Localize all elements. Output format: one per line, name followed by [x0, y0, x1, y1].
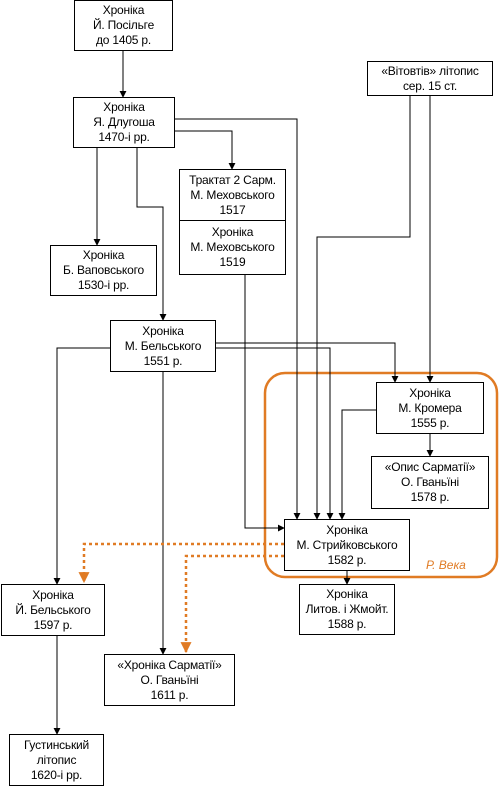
node-miechowita-line-3: 1519 — [219, 255, 246, 269]
veka-group-label: Р. Века — [426, 558, 466, 572]
edge-dlugosz-bielski-m — [136, 147, 167, 321]
edge-vitovtiv-stryjkowski — [313, 95, 411, 520]
edge-bielski-m-stryjkowski — [216, 347, 334, 520]
edge-veka-sarmatia — [180, 554, 284, 654]
node-miechowita-combined: Трактат 2 Сарм. М. Меховського 1517 Хрон… — [179, 169, 286, 275]
edge-bielski-m-bielski-j — [53, 347, 110, 585]
edge-miechowita-stryjkowski — [244, 275, 285, 532]
node-miechowita-section: Хроніка М. Меховського 1519 — [180, 221, 285, 274]
node-stryjkowski-line-3: 1582 р. — [327, 552, 367, 567]
node-bielski-j-line-3: 1597 р. — [33, 617, 73, 632]
node-lytov-line-3: 1588 р. — [327, 617, 367, 631]
node-sarmatia-chronicle: «Хроніка Сарматії» О. Гваньїні 1611 р. — [104, 654, 235, 706]
node-tractat-line-3: 1517 — [219, 202, 246, 217]
node-hustyn-chronicle: Густинський літопис 1620-і рр. — [9, 734, 104, 786]
node-stryjkowski-chronicle: Хроніка М. Стрийковського 1582 р. — [284, 519, 410, 571]
node-bielski-m-line-2: М. Бельського — [124, 338, 202, 353]
node-hustyn-line-1: Густинський — [23, 737, 90, 752]
node-wapowski-chronicle: Хроніка Б. Ваповського 1530-і рр. — [50, 245, 157, 296]
node-tractat-section: Трактат 2 Сарм. М. Меховського 1517 — [180, 170, 285, 221]
node-posilge-chronicle: Хроніка Й. Посільге до 1405 р. — [74, 0, 173, 51]
node-bielski-m-line-1: Хроніка — [142, 323, 184, 338]
node-kromer-line-3: 1555 р. — [410, 415, 450, 430]
node-lytov-line-2: Литов. і Жмойт. — [305, 602, 389, 616]
node-tractat-line-1: Трактат 2 Сарм. — [189, 172, 276, 187]
node-vitovtiv-chronicle: «Вітовтів» літопис сер. 15 ст. — [367, 61, 493, 96]
node-hustyn-line-3: 1620-і рр. — [30, 767, 83, 782]
edge-bielski-m-kromer — [216, 342, 399, 383]
node-vitovtiv-line-1: «Вітовтів» літопис — [381, 63, 479, 78]
node-miechowita-line-2: М. Меховського — [190, 240, 275, 254]
node-hustyn-line-2: літопис — [36, 752, 77, 767]
edge-dlugosz-tractat — [175, 130, 236, 170]
node-kromer-chronicle: Хроніка М. Кромера 1555 р. — [376, 382, 484, 434]
node-opys-sarmatii: «Опис Сарматії» О. Гваньїні 1578 р. — [371, 456, 489, 509]
node-posilge-line-2: Й. Посільге — [92, 18, 155, 32]
edge-veka-bielski-j — [78, 542, 284, 584]
node-opys-line-1: «Опис Сарматії» — [384, 460, 476, 474]
node-wapowski-line-1: Хроніка — [82, 248, 125, 262]
node-kromer-line-2: М. Кромера — [398, 400, 462, 415]
node-bielski-m-line-3: 1551 р. — [143, 353, 183, 368]
node-bielski-m-chronicle: Хроніка М. Бельського 1551 р. — [110, 320, 216, 372]
node-dlugosz-line-2: Я. Длугоша — [93, 115, 155, 129]
node-wapowski-line-3: 1530-і рр. — [77, 278, 130, 292]
node-lytov-line-1: Хроніка — [326, 587, 368, 601]
node-posilge-line-1: Хроніка — [102, 3, 145, 17]
node-opys-line-2: О. Гваньїні — [400, 475, 460, 489]
node-stryjkowski-line-1: Хроніка — [326, 522, 368, 537]
node-stryjkowski-line-2: М. Стрийковського — [296, 537, 398, 552]
node-wapowski-line-2: Б. Ваповського — [63, 263, 144, 277]
node-dlugosz-line-1: Хроніка — [103, 100, 145, 114]
edge-kromer-stryjkowski — [338, 409, 376, 520]
node-dlugosz-line-3: 1470-і рр. — [98, 130, 150, 144]
node-miechowita-line-1: Хроніка — [211, 225, 254, 239]
node-bielski-j-line-2: Й. Бельського — [15, 602, 91, 617]
veka-group-boundary — [263, 371, 499, 579]
node-posilge-line-3: до 1405 р. — [95, 33, 152, 47]
node-dlugosz-chronicle: Хроніка Я. Длугоша 1470-і рр. — [73, 97, 175, 148]
node-kromer-line-1: Хроніка — [409, 385, 451, 400]
node-bielski-j-line-1: Хроніка — [32, 587, 74, 602]
node-vitovtiv-line-2: сер. 15 ст. — [403, 78, 457, 93]
node-tractat-line-2: М. Меховського — [190, 187, 275, 202]
node-sarmatia-line-3: 1611 р. — [150, 687, 189, 702]
edge-dlugosz-stryjkowski — [175, 118, 301, 520]
node-opys-line-3: 1578 р. — [410, 490, 450, 504]
node-bielski-j-chronicle: Хроніка Й. Бельського 1597 р. — [1, 584, 105, 636]
node-sarmatia-line-1: «Хроніка Сарматії» — [117, 657, 222, 672]
node-lytov-chronicle: Хроніка Литов. і Жмойт. 1588 р. — [299, 584, 395, 635]
node-sarmatia-line-2: О. Гваньїні — [140, 672, 199, 687]
